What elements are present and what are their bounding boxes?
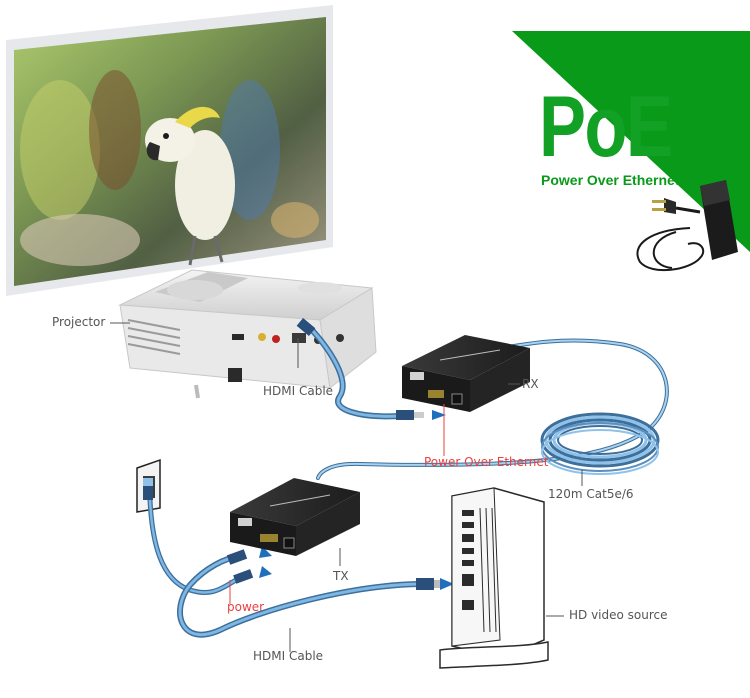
projector-icon bbox=[118, 269, 377, 399]
label-rx: RX bbox=[522, 377, 539, 391]
label-hdmi-cable-bottom: HDMI Cable bbox=[253, 649, 324, 663]
power-adapter-icon bbox=[636, 180, 738, 272]
connectors bbox=[143, 318, 442, 590]
arrows bbox=[259, 410, 454, 590]
pc-tower-icon bbox=[439, 487, 549, 669]
poe-title: PoE bbox=[539, 79, 673, 175]
leader-lines bbox=[110, 322, 583, 652]
poe-green-corner bbox=[512, 31, 750, 252]
label-hd-video-source: HD video source bbox=[569, 608, 668, 622]
poe-subtitle: Power Over Ethernet bbox=[541, 172, 680, 188]
cable-coil-icon bbox=[540, 412, 660, 475]
label-projector: Projector bbox=[52, 315, 106, 329]
projection-screen bbox=[6, 5, 333, 296]
rx-extender-icon bbox=[402, 335, 530, 412]
label-power-over-ethernet: Power Over Ethernet bbox=[424, 455, 549, 469]
poe-banner bbox=[512, 31, 750, 252]
tx-extender-icon bbox=[230, 478, 360, 556]
label-tx: TX bbox=[333, 569, 349, 583]
label-hdmi-cable-top: HDMI Cable bbox=[263, 384, 334, 398]
cockatoo-icon bbox=[145, 106, 235, 266]
label-cat-cable: 120m Cat5e/6 bbox=[548, 487, 634, 501]
label-power: power bbox=[227, 600, 265, 614]
